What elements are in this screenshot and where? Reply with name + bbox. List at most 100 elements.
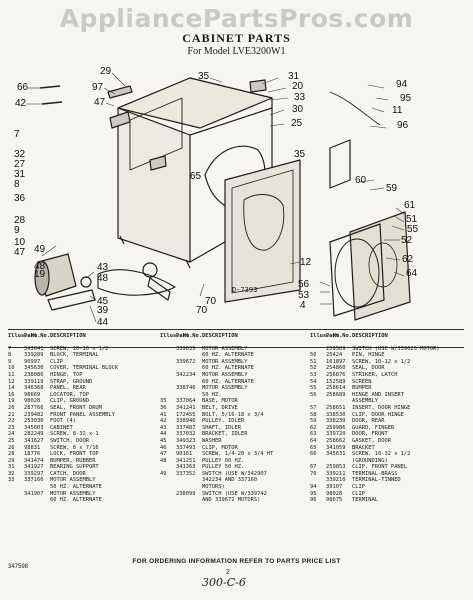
- callout-31: 31: [288, 71, 300, 82]
- table-row: 50 HZ.: [160, 392, 310, 399]
- description: LOCATOR, TOP: [50, 391, 89, 398]
- callout-30: 30: [292, 104, 304, 115]
- illus-no: 35: [160, 398, 167, 405]
- part-no: 342234: [176, 371, 196, 378]
- leader-33: [269, 97, 289, 101]
- part-no: 18776: [24, 451, 41, 458]
- description: CLIP, GROUND: [50, 398, 89, 405]
- door-gasket: [334, 238, 380, 308]
- description: SCREW, 1/4-20 x 3/4 HT: [202, 451, 274, 458]
- description: 60 HZ. ALTERNATE: [50, 497, 102, 504]
- callout-43: 43: [97, 262, 109, 273]
- table-row: 50 HZ. ALTERNATE: [8, 484, 158, 491]
- leader-60: [359, 179, 375, 183]
- description: LOCK, FRONT TOP: [50, 451, 99, 458]
- front-panel-assembly: [224, 159, 301, 303]
- part-no: 338740: [176, 385, 196, 392]
- part-no: 39107: [326, 484, 343, 491]
- table-row: 60 HZ. ALTERNATE: [160, 352, 310, 359]
- idler-pulley: [142, 262, 158, 278]
- bearing-support: [249, 79, 267, 93]
- column-header: Part No.: [176, 333, 202, 339]
- part-no: 259986: [326, 424, 346, 431]
- description: MOTORS): [202, 484, 225, 491]
- terminal-block: [109, 111, 131, 129]
- illus-no: 8: [8, 352, 12, 359]
- door-opening: [243, 194, 285, 251]
- leader-44: [89, 305, 97, 323]
- illus-no: 48: [160, 457, 167, 464]
- part-no: 259853: [326, 464, 346, 471]
- part-no: 337487: [176, 424, 196, 431]
- illus-no: 95: [310, 490, 317, 497]
- right-parts-wire: [329, 91, 381, 126]
- door-rear: [329, 223, 385, 317]
- callout-59: 59: [386, 183, 398, 194]
- part-no: 338946: [176, 418, 196, 425]
- description: SEAL, FRONT DRUM: [50, 404, 102, 411]
- callout-32: 32: [14, 149, 26, 160]
- illus-no: 36: [160, 404, 167, 411]
- illus-no: 49: [160, 470, 167, 477]
- part-no: 341363: [176, 464, 196, 471]
- description: SHAFT, IDLER: [202, 424, 241, 431]
- illus-no: 31: [8, 464, 15, 471]
- part-no: 349323: [176, 437, 196, 444]
- callout-65: 65: [190, 171, 202, 182]
- description: PIN, HINGE: [352, 352, 385, 359]
- column-header: Illus. No.: [160, 333, 193, 339]
- illus-no: 24: [8, 431, 15, 438]
- table-row: 60 HZ. ALTERNATE: [160, 365, 310, 372]
- description: 342234 AND 337160: [202, 477, 258, 484]
- illus-no: 55: [310, 385, 317, 392]
- illus-no: 9: [8, 358, 12, 365]
- leader-64: [393, 271, 405, 277]
- part-no: 98028: [326, 490, 343, 497]
- illus-no: 23: [8, 424, 15, 431]
- callout-45: 45: [97, 296, 109, 307]
- part-no: 345630: [24, 365, 44, 372]
- diagram-code: D-7393: [232, 286, 258, 294]
- illus-no: 41: [160, 411, 167, 418]
- front-panel-assembly-inner: [231, 169, 294, 294]
- leader-48: [85, 271, 95, 279]
- table-row: MOTORS): [160, 484, 310, 491]
- description: TERMINAL-BRASS: [352, 470, 398, 477]
- column-header: DESCRIPTION: [50, 333, 86, 339]
- part-no: 337352: [176, 470, 196, 477]
- part-no: 287766: [24, 404, 44, 411]
- leader-30: [269, 109, 285, 116]
- illus-no: 16: [8, 391, 15, 398]
- leader-29: [111, 72, 126, 87]
- part-no: 339720: [326, 431, 346, 438]
- part-no: 90997: [24, 358, 41, 365]
- description: MOTOR ASSEMBLY: [202, 345, 248, 352]
- illus-no: 11: [8, 371, 15, 378]
- description: BRACKET, IDLER: [202, 431, 248, 438]
- description: SCREW, 8 x 7/16: [50, 444, 99, 451]
- description: FRONT PANEL ASSEMBLY: [50, 411, 115, 418]
- description: PULLEY 50 HZ.: [202, 464, 245, 471]
- illus-no: 94: [310, 484, 317, 491]
- part-no: 256876: [326, 371, 346, 378]
- description: BOLT, 5/16-18 x 3/4: [202, 411, 264, 418]
- part-no: 161897: [326, 358, 346, 365]
- callout-47: 47: [14, 247, 26, 258]
- illus-no: 57: [310, 404, 317, 411]
- callout-31: 31: [14, 169, 26, 180]
